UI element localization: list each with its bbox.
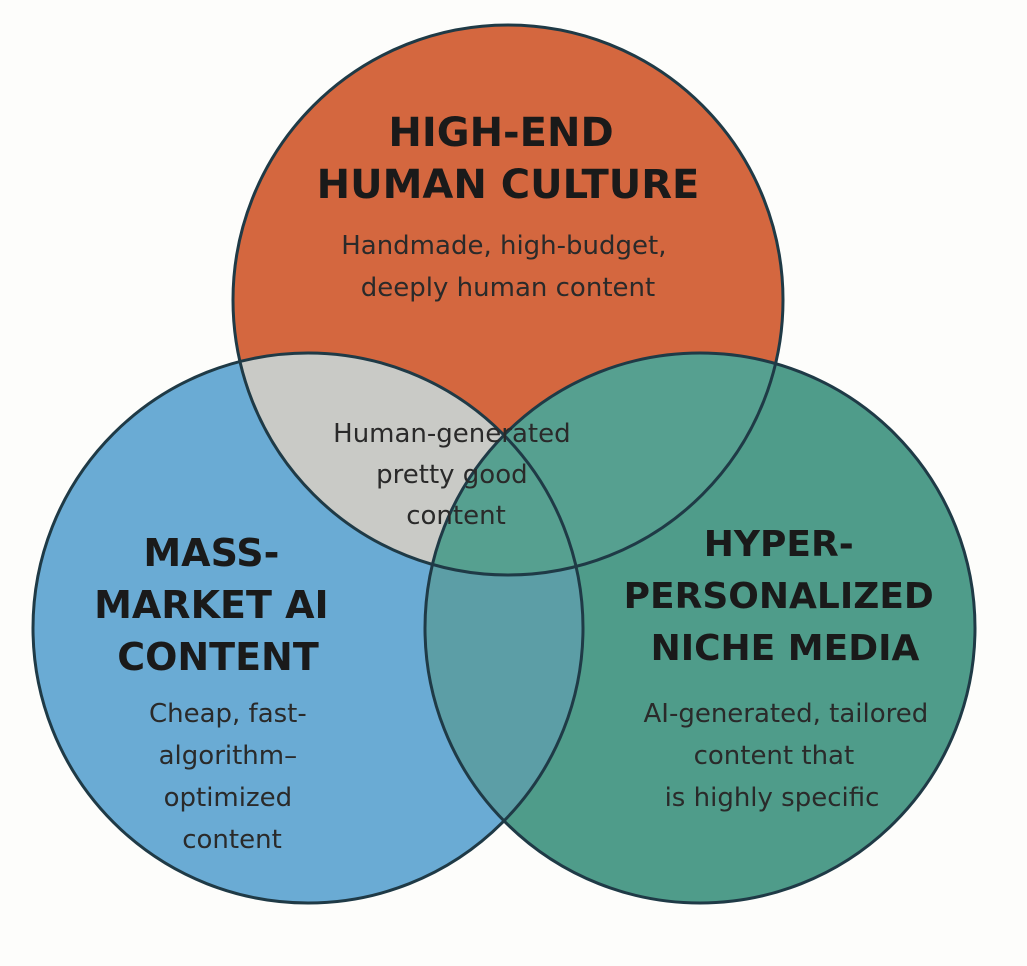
right-title-line-3: NICHE MEDIA	[651, 628, 920, 669]
right-title-line-1: HYPER-	[704, 524, 854, 565]
right-title-line-2: PERSONALIZED	[624, 576, 934, 617]
outline-top	[231, 23, 785, 577]
left-desc-line-1: Cheap, fast-	[149, 699, 307, 729]
left-desc-line-3: optimized	[164, 783, 293, 813]
right-desc-line-2: content that	[694, 741, 855, 771]
overlap-top-left-description: Human-generated pretty good content	[333, 419, 579, 531]
right-circle-description: AI-generated, tailored content that is h…	[643, 699, 936, 813]
left-title-line-3: CONTENT	[117, 635, 319, 679]
top-circle-description: Handmade, high-budget, deeply human cont…	[341, 231, 675, 303]
left-desc-line-2: algorithm–	[159, 741, 297, 771]
top-desc-line-1: Handmade, high-budget,	[341, 231, 666, 261]
right-desc-line-1: AI-generated, tailored	[643, 699, 928, 729]
right-desc-line-3: is highly specific	[665, 783, 880, 813]
top-title-line-2: HUMAN CULTURE	[317, 162, 700, 208]
right-circle-title: HYPER- PERSONALIZED NICHE MEDIA	[624, 524, 947, 669]
overlap-desc-line-3: content	[406, 501, 506, 531]
overlap-top-right	[425, 353, 783, 575]
top-title-line-1: HIGH-END	[388, 110, 613, 156]
circle-outlines	[31, 23, 977, 905]
left-title-line-1: MASS-	[143, 531, 279, 575]
overlap-desc-line-1: Human-generated	[333, 419, 570, 449]
outline-right	[423, 351, 977, 905]
overlap-desc-line-2: pretty good	[376, 460, 527, 490]
top-circle-title: HIGH-END HUMAN CULTURE	[317, 110, 700, 208]
left-desc-line-4: content	[182, 825, 282, 855]
overlap-top-left	[233, 353, 583, 575]
left-title-line-2: MARKET AI	[94, 583, 329, 627]
left-circle-title: MASS- MARKET AI CONTENT	[94, 531, 342, 679]
left-circle-description: Cheap, fast- algorithm– optimized conten…	[149, 699, 315, 855]
top-desc-line-2: deeply human content	[361, 273, 655, 303]
outline-left	[31, 351, 585, 905]
